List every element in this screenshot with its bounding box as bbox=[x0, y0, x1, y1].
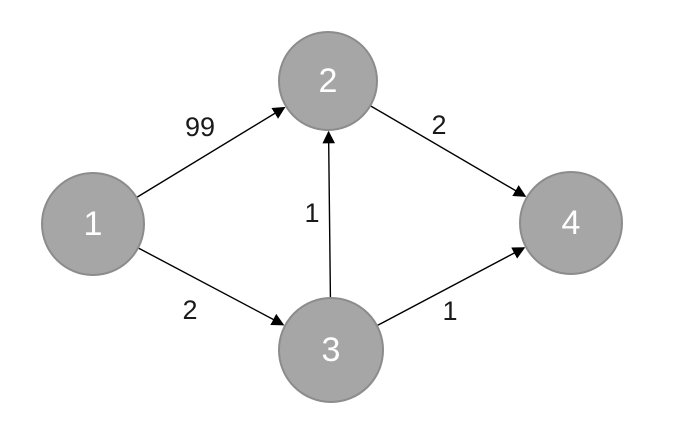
edge-line-1-2 bbox=[136, 106, 286, 199]
node-circle-3 bbox=[278, 297, 384, 403]
edge-3-2: 1 bbox=[304, 130, 335, 299]
edge-line-1-3 bbox=[137, 247, 285, 326]
node-4: 4 bbox=[519, 171, 623, 275]
node-3: 3 bbox=[278, 297, 384, 403]
node-label-3: 3 bbox=[322, 331, 341, 369]
edge-weight-label-2-4: 2 bbox=[431, 110, 446, 140]
node-circle-1 bbox=[41, 172, 145, 276]
edge-1-2: 99 bbox=[136, 106, 286, 199]
edge-weight-label-1-2: 99 bbox=[185, 112, 215, 142]
node-label-1: 1 bbox=[84, 205, 103, 243]
edge-1-3: 2 bbox=[137, 247, 285, 326]
edge-line-3-4 bbox=[376, 247, 526, 327]
node-label-2: 2 bbox=[319, 62, 338, 100]
edge-weight-label-3-2: 1 bbox=[304, 198, 319, 228]
edge-weight-label-1-3: 2 bbox=[182, 295, 197, 325]
edge-line-3-2 bbox=[322, 130, 335, 299]
edge-2-4: 2 bbox=[369, 105, 527, 197]
edge-line-2-4 bbox=[369, 105, 527, 197]
node-2: 2 bbox=[278, 31, 378, 131]
edge-3-4: 1 bbox=[376, 247, 526, 327]
node-1: 1 bbox=[41, 172, 145, 276]
node-circle-4 bbox=[519, 171, 623, 275]
node-label-4: 4 bbox=[562, 204, 581, 242]
node-circle-2 bbox=[278, 31, 378, 131]
edge-weight-label-3-4: 1 bbox=[442, 296, 457, 326]
